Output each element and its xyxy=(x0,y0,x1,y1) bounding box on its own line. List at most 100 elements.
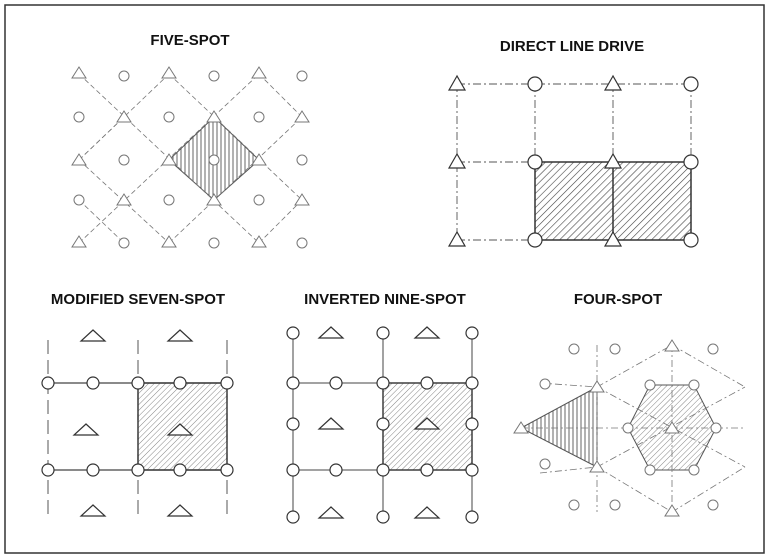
circle-icon xyxy=(173,376,187,390)
circle-icon xyxy=(131,463,145,477)
circle-icon xyxy=(688,464,700,476)
circle-icon xyxy=(710,422,722,434)
five-spot-title: FIVE-SPOT xyxy=(150,32,229,49)
circle-icon xyxy=(118,237,130,249)
circle-icon xyxy=(286,417,300,431)
circle-icon xyxy=(86,463,100,477)
circle-icon xyxy=(131,376,145,390)
circle-icon xyxy=(208,154,220,166)
four-spot-title: FOUR-SPOT xyxy=(574,291,662,308)
triangle-icon xyxy=(413,506,441,519)
seven-spot-injectors xyxy=(72,329,194,517)
circle-icon xyxy=(286,463,300,477)
direct-line-drive-injectors xyxy=(447,74,623,247)
triangle-icon xyxy=(166,504,194,517)
circle-icon xyxy=(465,417,479,431)
circle-icon xyxy=(609,499,621,511)
triangle-icon xyxy=(603,230,623,247)
circle-icon xyxy=(644,464,656,476)
triangle-icon xyxy=(447,230,467,247)
circle-icon xyxy=(118,154,130,166)
modified-seven-spot-diagram xyxy=(41,329,234,520)
circle-icon xyxy=(376,376,390,390)
circle-icon xyxy=(683,76,699,92)
triangle-icon xyxy=(161,153,177,166)
triangle-icon xyxy=(206,110,222,123)
triangle-icon xyxy=(166,423,194,436)
triangle-icon xyxy=(589,380,605,393)
direct-line-drive-title: DIRECT LINE DRIVE xyxy=(500,38,644,55)
circle-icon xyxy=(73,194,85,206)
circle-icon xyxy=(683,232,699,248)
circle-icon xyxy=(296,154,308,166)
triangle-icon xyxy=(251,235,267,248)
four-spot-diagram xyxy=(513,339,746,517)
inverted-nine-spot-title: INVERTED NINE-SPOT xyxy=(304,291,466,308)
triangle-icon xyxy=(116,110,132,123)
circle-icon xyxy=(220,463,234,477)
circle-icon xyxy=(527,154,543,170)
triangle-icon xyxy=(251,153,267,166)
circle-icon xyxy=(208,237,220,249)
circle-icon xyxy=(253,194,265,206)
inverted-nine-spot-diagram xyxy=(286,326,479,524)
triangle-icon xyxy=(317,506,345,519)
triangle-icon xyxy=(603,74,623,91)
triangle-icon xyxy=(294,110,310,123)
triangle-icon xyxy=(513,421,529,434)
circle-icon xyxy=(376,463,390,477)
circle-icon xyxy=(465,376,479,390)
nine-spot-injectors xyxy=(317,326,441,519)
five-spot-injectors xyxy=(71,66,310,248)
circle-icon xyxy=(622,422,634,434)
circle-icon xyxy=(609,343,621,355)
circle-icon xyxy=(707,343,719,355)
circle-icon xyxy=(707,499,719,511)
triangle-icon xyxy=(206,193,222,206)
triangle-icon xyxy=(79,504,107,517)
circle-icon xyxy=(329,376,343,390)
seven-spot-producers xyxy=(41,376,234,477)
triangle-icon xyxy=(71,153,87,166)
circle-icon xyxy=(208,70,220,82)
triangle-icon xyxy=(317,326,345,339)
triangle-icon xyxy=(166,329,194,342)
circle-icon xyxy=(420,376,434,390)
four-spot-producers xyxy=(539,343,722,511)
triangle-icon xyxy=(251,66,267,79)
circle-icon xyxy=(527,76,543,92)
triangle-icon xyxy=(71,66,87,79)
nine-spot-producers xyxy=(286,326,479,524)
circle-icon xyxy=(253,111,265,123)
circle-icon xyxy=(465,326,479,340)
triangle-icon xyxy=(413,417,441,430)
circle-icon xyxy=(376,510,390,524)
circle-icon xyxy=(73,111,85,123)
circle-icon xyxy=(286,510,300,524)
circle-icon xyxy=(86,376,100,390)
triangle-icon xyxy=(589,460,605,473)
circle-icon xyxy=(568,499,580,511)
circle-icon xyxy=(163,111,175,123)
triangle-icon xyxy=(161,235,177,248)
circle-icon xyxy=(465,463,479,477)
circle-icon xyxy=(296,70,308,82)
circle-icon xyxy=(173,463,187,477)
five-spot-producers xyxy=(73,70,308,249)
triangle-icon xyxy=(72,423,100,436)
triangle-icon xyxy=(71,235,87,248)
triangle-icon xyxy=(664,421,680,434)
circle-icon xyxy=(539,458,551,470)
circle-icon xyxy=(163,194,175,206)
direct-line-drive-producers xyxy=(527,76,699,248)
triangle-icon xyxy=(664,339,680,352)
circle-icon xyxy=(286,326,300,340)
circle-icon xyxy=(41,376,55,390)
circle-icon xyxy=(41,463,55,477)
circle-icon xyxy=(465,510,479,524)
circle-icon xyxy=(644,379,656,391)
five-spot-diagram xyxy=(71,66,310,249)
circle-icon xyxy=(688,379,700,391)
circle-icon xyxy=(118,70,130,82)
circle-icon xyxy=(683,154,699,170)
